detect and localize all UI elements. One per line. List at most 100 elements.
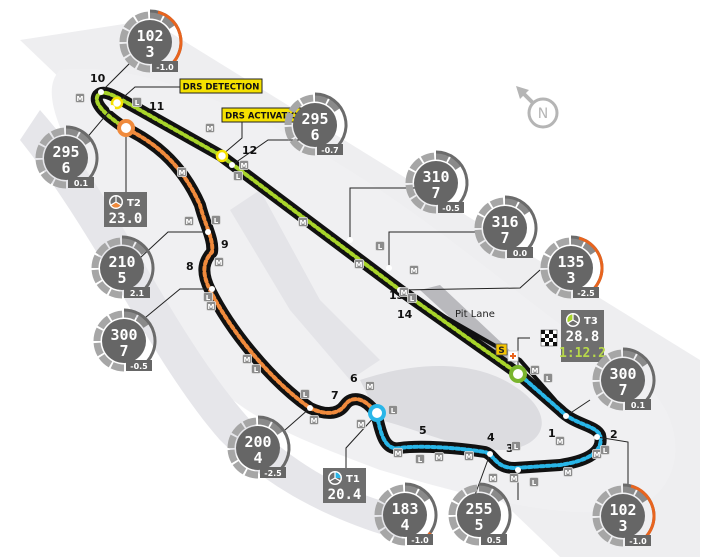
gauge-ring-segment	[93, 327, 103, 342]
gauge-g-box	[260, 467, 286, 478]
gauge-ring-segment	[405, 184, 416, 199]
gauge-ring-segment	[634, 489, 649, 504]
leader-lines	[84, 62, 629, 500]
svg-text:T1: T1	[346, 474, 360, 485]
speed-trap-marker: S	[495, 343, 508, 356]
gauge-ring-segment	[77, 131, 92, 146]
gauge-ring-segment	[96, 280, 111, 295]
turn-4: 4	[487, 431, 495, 444]
gauge-speed: 300	[609, 365, 636, 383]
tyre-marker-medium: M	[184, 216, 194, 226]
svg-text:L: L	[410, 295, 415, 303]
gauge-ring-segment	[326, 98, 341, 113]
gauge-body	[483, 206, 527, 250]
tyre-marker-low: L	[388, 405, 398, 415]
stopwatch-icon	[328, 471, 342, 485]
tyre-marker-medium: M	[464, 451, 474, 461]
gauge-ring-segment	[161, 15, 176, 30]
gauge-g-force: -2.5	[264, 469, 282, 478]
gauge-ring-segment	[50, 127, 65, 138]
drs-detection-point[interactable]	[110, 96, 124, 110]
tyre-marker-low: L	[375, 241, 385, 251]
gauge-ring-segment	[35, 144, 45, 159]
gauge-ring-segment	[39, 132, 54, 147]
tyre-marker-medium: M	[177, 167, 187, 177]
svg-text:M: M	[557, 438, 564, 446]
svg-text:M: M	[594, 451, 601, 459]
tyre-marker-medium: M	[409, 265, 419, 275]
svg-text:M: M	[358, 421, 365, 429]
gauge-ring-segment	[134, 11, 149, 22]
tyre-marker-medium: M	[354, 259, 364, 269]
gauge-ring-segment	[40, 170, 55, 185]
svg-text:L: L	[303, 391, 308, 399]
gauge-ring-segment	[463, 484, 478, 495]
gauge-g-box	[317, 144, 343, 155]
gauge-g-box	[481, 534, 507, 545]
gauge-ring-segment	[121, 237, 136, 247]
gauge-gear: 7	[618, 381, 627, 399]
gauge-g-force: 2.1	[130, 289, 145, 298]
svg-text:M: M	[367, 383, 374, 391]
gauge-body	[44, 136, 88, 180]
gauge-g-force: -1.0	[156, 63, 174, 72]
basin-shape	[360, 366, 542, 450]
gauge-body	[236, 426, 280, 470]
gauge-ring-segment	[452, 489, 467, 504]
svg-text:M: M	[300, 219, 307, 227]
gauge-body	[293, 103, 337, 147]
gauge-ring-segment	[410, 195, 425, 210]
sector-1-marker[interactable]	[368, 404, 386, 422]
gauge-ring-segment	[374, 501, 384, 516]
gauge-ring-segment	[448, 516, 459, 531]
turn-1: 1	[548, 427, 556, 440]
svg-text:M: M	[395, 450, 402, 458]
gauge-ring-segment	[284, 126, 295, 141]
svg-text:L: L	[514, 443, 519, 451]
finish-line-marker[interactable]	[509, 365, 527, 383]
gauge-g-box	[407, 534, 433, 545]
sector-2-marker[interactable]	[117, 119, 135, 137]
gauge-gear: 3	[618, 517, 627, 535]
gauge-ring-segment	[478, 484, 493, 494]
gauge-ring-segment	[108, 310, 123, 321]
svg-text:L: L	[418, 456, 423, 464]
gauge-gear: 7	[119, 342, 128, 360]
turn-2: 2	[610, 428, 618, 441]
gauge-gear: 6	[61, 159, 70, 177]
regatta-lake	[230, 190, 380, 380]
tyre-marker-low: L	[407, 293, 417, 303]
drs-activation-point[interactable]	[215, 149, 229, 163]
gauge-ring-segment	[231, 422, 246, 437]
gauge-ring-segment	[592, 502, 602, 517]
tyre-marker-low: L	[233, 171, 243, 181]
gauge-speed: 102	[609, 501, 636, 519]
gauge-ring-segment	[378, 489, 393, 504]
svg-text:M: M	[208, 303, 215, 311]
svg-text:L: L	[214, 217, 219, 225]
stopwatch-icon	[566, 313, 580, 327]
svg-text:M: M	[244, 356, 251, 364]
tyre-marker-medium: M	[309, 415, 319, 425]
tyre-marker-medium: M	[239, 160, 249, 170]
turn-3: 3	[506, 442, 514, 455]
gauge-ring-segment	[123, 16, 138, 31]
turn-6: 6	[350, 372, 358, 385]
gauge-g-box	[152, 61, 178, 72]
gauge-g-box	[625, 535, 651, 546]
tyre-marker-low: L	[529, 477, 539, 487]
svg-text:L: L	[206, 294, 211, 302]
gauge-ring-segment	[504, 197, 519, 207]
gauge-ring-segment	[269, 421, 284, 436]
gauge-g-box	[68, 177, 94, 188]
gauge-g-force: -2.5	[577, 289, 595, 298]
gauge-ring-segment	[227, 434, 237, 449]
gauge-ring-segment	[119, 28, 129, 43]
gauge-ring-segment	[490, 488, 505, 503]
gauge-ring-segment	[284, 111, 294, 126]
tyre-marker-medium: M	[509, 473, 519, 483]
